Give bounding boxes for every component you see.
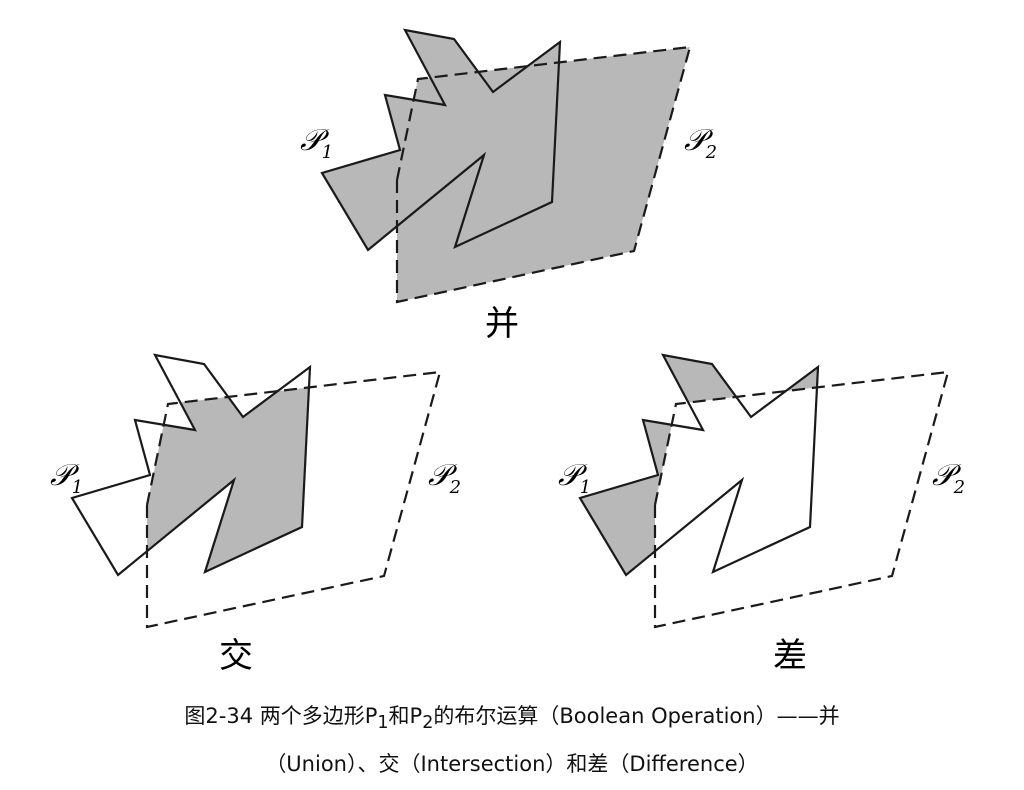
caption-prefix: 图2-34 两个多边形P — [184, 704, 378, 728]
union-fill — [322, 30, 690, 302]
intersection-p1-label: 𝒫1 — [50, 458, 83, 498]
union-caption: 并 — [485, 304, 519, 344]
intersection-p2-label: 𝒫2 — [428, 458, 461, 498]
union-p2-label: 𝒫2 — [684, 123, 717, 163]
union-panel — [320, 28, 692, 304]
intersection-caption: 交 — [219, 636, 253, 676]
intersection-fill — [147, 372, 310, 575]
figure-caption-line-2: （Union）、交（Intersection）和差（Difference） — [265, 752, 759, 776]
difference-panel — [578, 353, 950, 629]
difference-p1-label: 𝒫1 — [558, 458, 591, 498]
intersection-panel — [70, 353, 442, 629]
caption-sub-1: 1 — [377, 713, 389, 734]
boolean-operations-figure: 𝒫1 𝒫2 并 𝒫1 𝒫2 交 𝒫1 𝒫2 差 — [50, 28, 965, 676]
figure-caption-line-1: 图2-34 两个多边形P1和P2的布尔运算（Boolean Operation）… — [0, 700, 1024, 733]
difference-fill — [580, 355, 818, 575]
difference-caption: 差 — [773, 636, 807, 676]
caption-sub-2: 2 — [422, 713, 434, 734]
difference-p2-label: 𝒫2 — [932, 458, 965, 498]
caption-and: 和P — [388, 704, 423, 728]
union-p1-label: 𝒫1 — [300, 123, 333, 163]
caption-suffix: 的布尔运算（Boolean Operation）——并 — [433, 704, 840, 728]
